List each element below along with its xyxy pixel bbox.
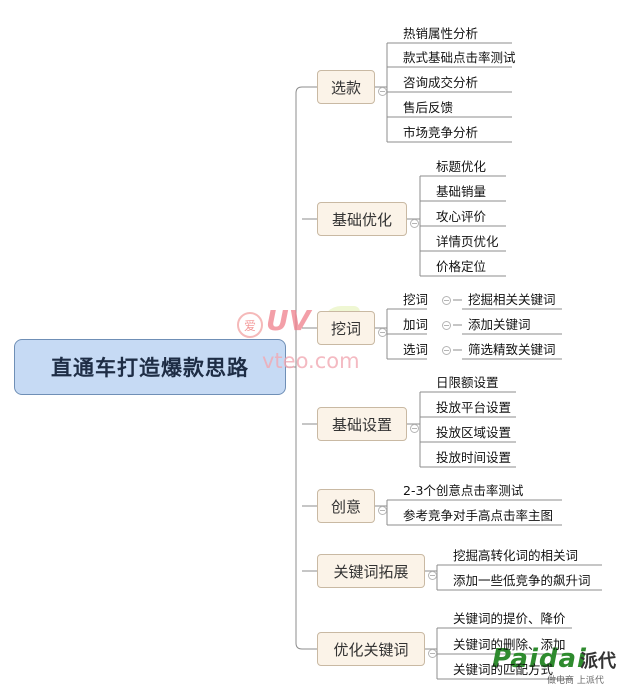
leaf-node: 关键词的匹配方式 [453, 662, 554, 677]
root-node: 直通车打造爆款思路 [14, 339, 286, 395]
branch-node: 创意 [317, 489, 375, 523]
branch-node: 基础设置 [317, 407, 407, 441]
leaf-node: 投放时间设置 [436, 450, 512, 465]
collapse-toggle-icon[interactable] [378, 87, 387, 96]
keyword-step-tag: 加词 [403, 317, 429, 332]
leaf-node: 参考竞争对手高点击率主图 [403, 508, 554, 523]
branch-node: 优化关键词 [317, 632, 425, 666]
leaf-node: 咨询成交分析 [403, 75, 479, 90]
leaf-node: 日限额设置 [436, 375, 499, 390]
brand-slogan: 做电商 上派代 [547, 676, 604, 686]
trunk-corner-bottom [295, 642, 303, 650]
watermark-logo-icon: 爱 [237, 312, 263, 338]
collapse-toggle-icon[interactable] [410, 424, 419, 433]
leaf-node: 款式基础点击率测试 [403, 50, 516, 65]
branch-node: 关键词拓展 [317, 554, 425, 588]
keyword-step-tag: 挖词 [403, 292, 429, 307]
leaf-node: 投放区域设置 [436, 425, 512, 440]
leaf-node: 挖掘相关关键词 [468, 292, 556, 307]
leaf-node: 标题优化 [436, 159, 487, 174]
collapse-toggle-icon[interactable] [442, 346, 451, 355]
leaf-node: 添加关键词 [468, 317, 531, 332]
branch-node: 挖词 [317, 311, 375, 345]
leaf-node: 热销属性分析 [403, 26, 479, 41]
collapse-toggle-icon[interactable] [428, 571, 437, 580]
watermark-uv: UV [266, 304, 311, 337]
leaf-node: 详情页优化 [436, 234, 499, 249]
leaf-node: 关键词的提价、降价 [453, 611, 566, 626]
leaf-node: 2-3个创意点击率测试 [403, 483, 524, 498]
brand-logo: Paidai [492, 644, 587, 674]
leaf-node: 筛选精致关键词 [468, 342, 556, 357]
collapse-toggle-icon[interactable] [378, 328, 387, 337]
collapse-toggle-icon[interactable] [442, 321, 451, 330]
leaf-node: 基础销量 [436, 184, 487, 199]
leaf-node: 攻心评价 [436, 209, 487, 224]
leaf-node: 投放平台设置 [436, 400, 512, 415]
branch-node: 基础优化 [317, 202, 407, 236]
trunk-corner-top [295, 86, 303, 94]
leaf-node: 市场竞争分析 [403, 125, 479, 140]
leaf-node: 价格定位 [436, 259, 487, 274]
collapse-toggle-icon[interactable] [442, 296, 451, 305]
collapse-toggle-icon[interactable] [378, 506, 387, 515]
leaf-node: 挖掘高转化词的相关词 [453, 548, 579, 563]
brand-logo-cn: 派代 [580, 651, 616, 672]
keyword-step-tag: 选词 [403, 342, 429, 357]
leaf-node: 添加一些低竞争的飙升词 [453, 573, 591, 588]
leaf-node: 售后反馈 [403, 100, 454, 115]
collapse-toggle-icon[interactable] [410, 219, 419, 228]
watermark-url: vteo.com [262, 349, 360, 373]
branch-node: 选款 [317, 70, 375, 104]
collapse-toggle-icon[interactable] [428, 649, 437, 658]
leaf-node: 关键词的删除、添加 [453, 637, 566, 652]
